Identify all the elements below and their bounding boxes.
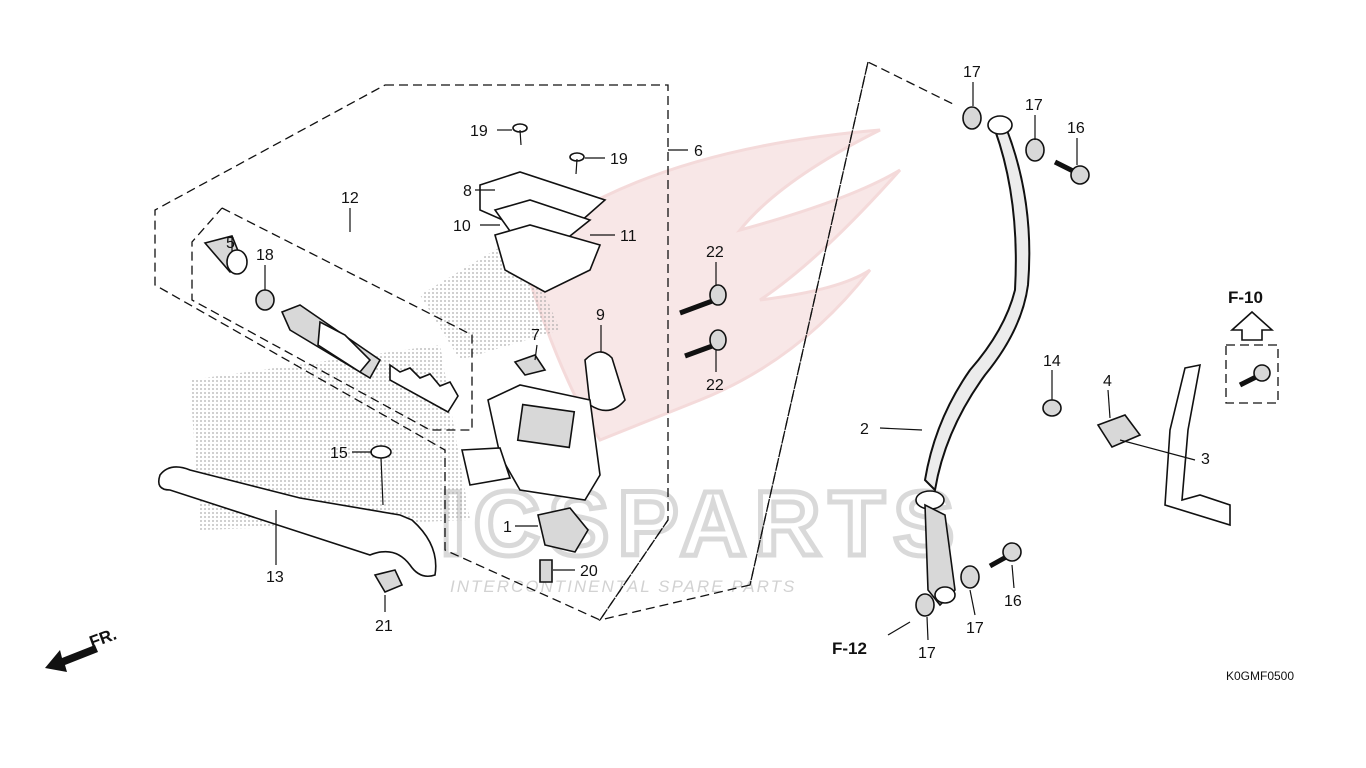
part-brake-lever: [157, 466, 437, 578]
callout-6: 6: [694, 143, 703, 160]
front-direction-label: FR.: [87, 625, 119, 652]
part-piston: [280, 304, 382, 380]
part-oil-bolt-top: [1053, 159, 1090, 185]
callout-4: 4: [1103, 373, 1112, 390]
diagram-code: K0GMF0500: [1226, 669, 1294, 683]
ref-f10: F-10: [1228, 288, 1263, 307]
part-brake-hose: [915, 115, 1031, 607]
callout-7: 7: [531, 327, 540, 344]
part-screw-bottom: [539, 559, 553, 583]
callout-19-right: 19: [610, 151, 628, 168]
callout-1: 1: [503, 519, 512, 536]
callout-17-bottom-right: 17: [966, 620, 984, 637]
callout-19-top: 19: [470, 123, 488, 140]
callout-21: 21: [375, 618, 393, 635]
front-direction-arrow-icon: [45, 645, 98, 672]
callout-17-bottom-left: 17: [918, 645, 936, 662]
callout-13: 13: [266, 569, 284, 586]
callout-5: 5: [226, 235, 235, 252]
master-cylinder-assembly-outline: [154, 84, 669, 621]
hose-diagonal-line: [749, 61, 869, 586]
part-bolt-lower: [684, 329, 727, 359]
callout-2: 2: [860, 421, 869, 438]
part-washer-2: [1025, 138, 1045, 162]
callout-3: 3: [1201, 451, 1210, 468]
part-brake-switch: [537, 507, 589, 553]
part-washer-1: [962, 106, 982, 130]
callout-17-top-right: 17: [1025, 97, 1043, 114]
callout-20: 20: [580, 563, 598, 580]
part-hose-clamp: [1096, 414, 1142, 449]
leader-lines: [231, 82, 1196, 641]
callout-17-top-left: 17: [963, 64, 981, 81]
callout-9: 9: [596, 307, 605, 324]
part-washer-3: [960, 565, 980, 589]
part-circlip: [255, 289, 275, 311]
part-washer-4: [915, 593, 935, 617]
callout-16-top: 16: [1067, 120, 1085, 137]
part-f10-bolt: [1238, 364, 1271, 388]
callout-16-bottom: 16: [1004, 593, 1022, 610]
part-screw-right: [569, 152, 585, 175]
part-screw-top: [512, 123, 528, 146]
piston-set-outline: [191, 207, 473, 431]
f10-bolt-box: [1225, 344, 1279, 404]
callout-12: 12: [341, 190, 359, 207]
part-spring: [389, 363, 459, 414]
part-holder: [584, 351, 626, 412]
part-bracket-bolt: [1042, 399, 1062, 417]
callout-10: 10: [453, 218, 471, 235]
callout-22-upper: 22: [706, 244, 724, 261]
part-boot: [203, 235, 248, 275]
assembly-outlines: [154, 61, 1279, 622]
f10-up-arrow-icon: [1229, 310, 1275, 341]
callout-14: 14: [1043, 353, 1061, 370]
callout-18: 18: [256, 247, 274, 264]
part-small-fitting: [513, 354, 547, 376]
watermark-wing-logo: [518, 128, 902, 442]
callouts: 5 18 12 19 19 6 8 10 11 7 9 22 22 15 13 …: [226, 64, 1210, 662]
part-lever-nut: [373, 569, 404, 594]
part-hose-bracket: [1164, 363, 1231, 527]
part-diaphragm: [494, 224, 602, 293]
callout-8: 8: [463, 183, 472, 200]
callout-15: 15: [330, 445, 348, 462]
part-master-cylinder-body: [461, 384, 601, 501]
parts: [45, 106, 1275, 672]
callout-22-lower: 22: [706, 377, 724, 394]
part-oil-bolt-bottom: [988, 542, 1022, 569]
ref-f12: F-12: [832, 639, 867, 658]
callout-11: 11: [620, 228, 637, 245]
part-bolt-upper: [679, 284, 727, 316]
